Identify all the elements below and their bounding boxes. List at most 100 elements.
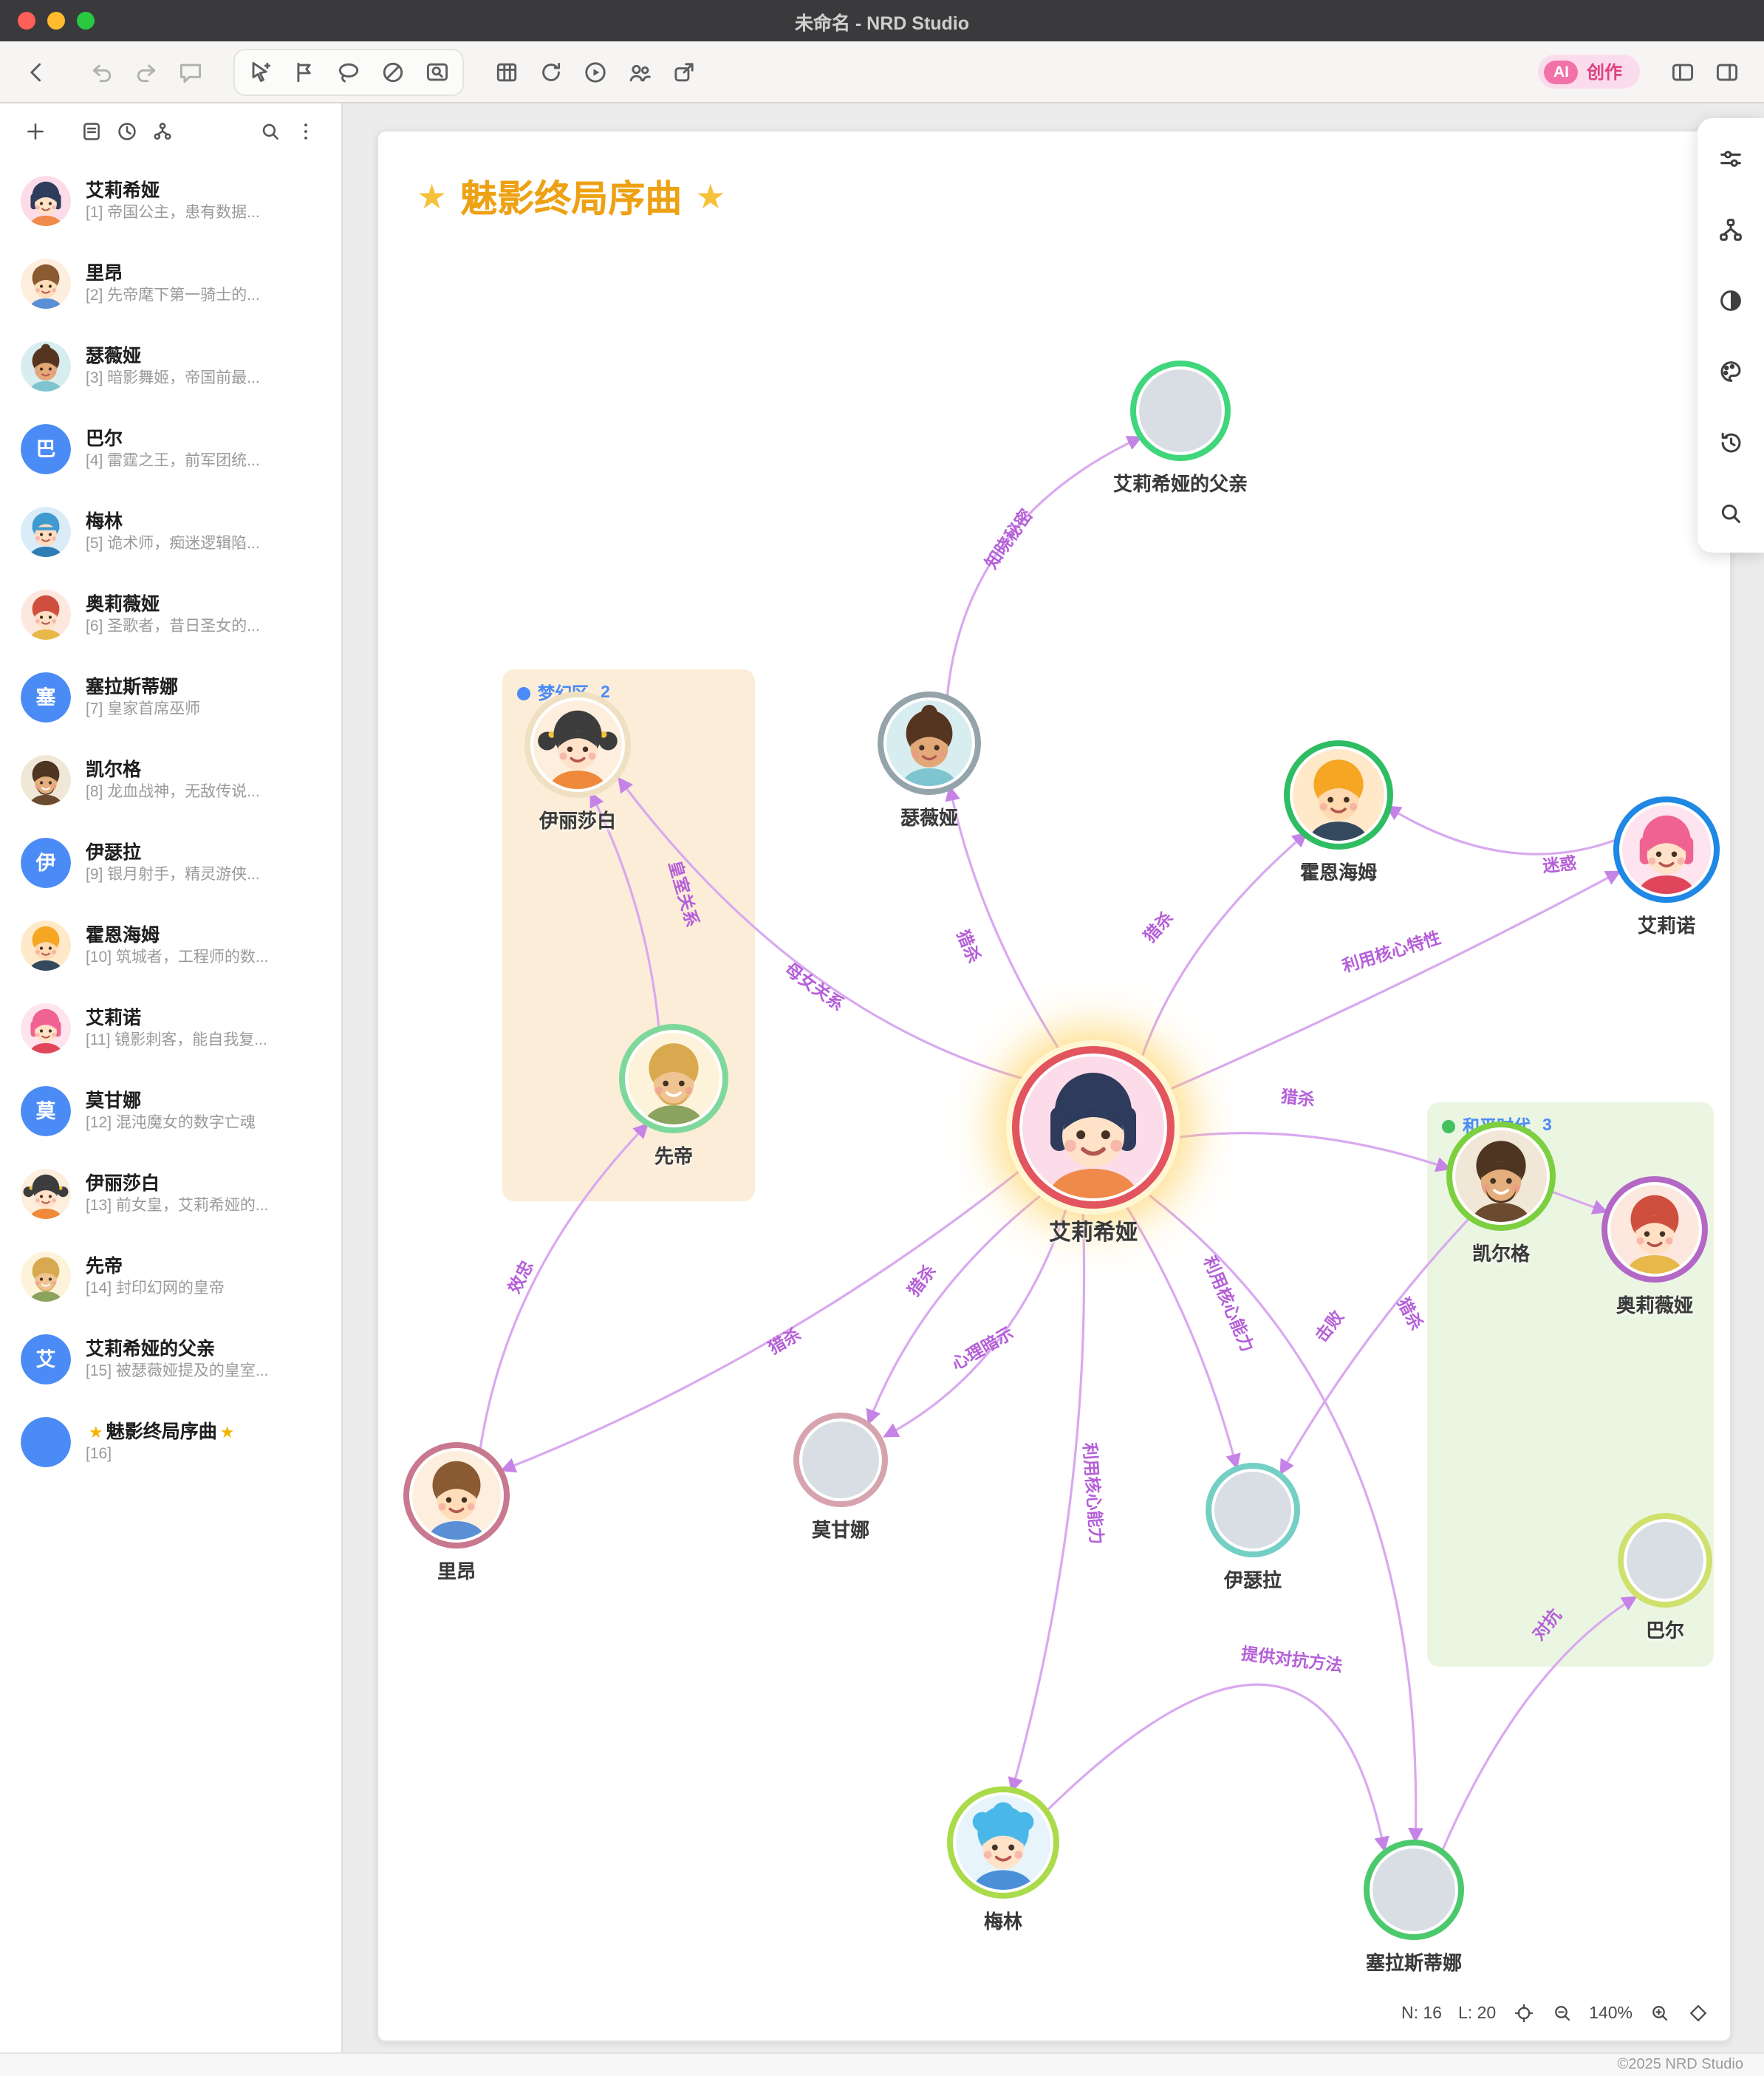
zoom-level: 140% xyxy=(1589,2004,1633,2022)
table-view-button[interactable] xyxy=(485,49,529,94)
close-button[interactable] xyxy=(18,12,35,30)
graph-node-morgana[interactable] xyxy=(793,1413,888,1507)
clock-icon xyxy=(118,123,136,140)
magic-select-tool-button[interactable] xyxy=(238,49,282,94)
graph-search-button[interactable] xyxy=(1712,494,1750,532)
avatar-image: 巴 xyxy=(21,424,71,474)
graph-node-elizabeth[interactable] xyxy=(524,692,631,798)
avatar-image xyxy=(21,590,71,640)
fit-view-button[interactable] xyxy=(1687,2002,1709,2024)
sidebar-more-button[interactable] xyxy=(288,114,324,149)
list-item[interactable]: ★魅影终局序曲★[16] xyxy=(0,1401,341,1483)
redo-icon xyxy=(137,64,156,82)
page-title: ★ 魅影终局序曲 ★ xyxy=(417,170,726,223)
ai-create-button[interactable]: AI 创作 xyxy=(1538,55,1640,89)
panel-right-icon xyxy=(1716,63,1738,81)
ai-create-label: 创作 xyxy=(1586,62,1622,83)
list-item[interactable]: 霍恩海姆[10] 筑城者，工程师的数... xyxy=(0,904,341,987)
list-item[interactable]: 艾莉希娅[1] 帝国公主，患有数据... xyxy=(0,160,341,242)
comment-icon xyxy=(180,63,202,83)
item-desc: [5] 诡术师，痴迷逻辑陷... xyxy=(86,535,260,553)
avatar xyxy=(21,755,71,805)
hide-tool-button[interactable] xyxy=(371,49,415,94)
locate-button[interactable] xyxy=(1512,2002,1534,2024)
list-item[interactable]: 塞塞拉斯蒂娜[7] 皇家首席巫师 xyxy=(0,656,341,739)
search-icon xyxy=(1721,503,1740,522)
history-button[interactable] xyxy=(1712,423,1750,461)
list-item[interactable]: 瑟薇娅[3] 暗影舞姬，帝国前最... xyxy=(0,325,341,408)
comment-button[interactable] xyxy=(168,49,213,94)
toggle-left-panel-button[interactable] xyxy=(1661,49,1705,94)
hierarchy-view-button[interactable] xyxy=(145,114,180,149)
zoom-out-button[interactable] xyxy=(1551,2002,1573,2024)
list-item[interactable]: 凯尔格[8] 龙血战神，无敌传说... xyxy=(0,739,341,822)
list-item[interactable]: 伊伊瑟拉[9] 银月射手，精灵游侠... xyxy=(0,822,341,904)
list-item[interactable]: 梅林[5] 诡术师，痴迷逻辑陷... xyxy=(0,491,341,573)
recent-view-button[interactable] xyxy=(109,114,145,149)
display-settings-button[interactable] xyxy=(1712,139,1750,177)
list-item[interactable]: 奥莉薇娅[6] 圣歌者，昔日圣女的... xyxy=(0,573,341,656)
sidebar-search-button[interactable] xyxy=(253,114,288,149)
graph-node-leon[interactable] xyxy=(403,1442,510,1549)
avatar-image: 莫 xyxy=(21,1086,71,1136)
graph-node-kaierge[interactable] xyxy=(1446,1121,1556,1231)
palette-button[interactable] xyxy=(1712,352,1750,390)
flag-tool-button[interactable] xyxy=(282,49,327,94)
avatar xyxy=(21,507,71,557)
node-list: 艾莉希娅[1] 帝国公主，患有数据...里昂[2] 先帝麾下第一骑士的...瑟薇… xyxy=(0,160,341,1483)
notes-view-button[interactable] xyxy=(74,114,109,149)
undo-button[interactable] xyxy=(80,49,124,94)
flag-icon xyxy=(297,61,311,82)
list-item[interactable]: 先帝[14] 封印幻网的皇帝 xyxy=(0,1235,341,1318)
list-item[interactable]: 莫莫甘娜[12] 混沌魔女的数字亡魂 xyxy=(0,1070,341,1153)
graph-node-hoen[interactable] xyxy=(1284,740,1393,850)
graph-node-merlin[interactable] xyxy=(947,1786,1059,1899)
graph-node-isela[interactable] xyxy=(1206,1463,1300,1557)
avatar xyxy=(21,176,71,226)
avatar-image xyxy=(21,1169,71,1219)
graph-node-bal[interactable] xyxy=(1618,1513,1712,1608)
share-button[interactable] xyxy=(662,49,706,94)
avatar-image xyxy=(1610,1185,1699,1274)
graph-node-xiandi[interactable] xyxy=(619,1024,728,1133)
window-controls xyxy=(18,12,95,30)
play-button[interactable] xyxy=(573,49,618,94)
graph-node-selastina[interactable] xyxy=(1364,1840,1464,1940)
layout-button[interactable] xyxy=(1712,210,1750,248)
magic-cursor-icon xyxy=(252,61,271,81)
list-item[interactable]: 里昂[2] 先帝麾下第一骑士的... xyxy=(0,242,341,325)
avatar-image xyxy=(1622,805,1711,894)
star-icon: ★ xyxy=(89,1424,103,1442)
redo-button[interactable] xyxy=(124,49,168,94)
avatar xyxy=(21,1252,71,1302)
avatar xyxy=(21,1003,71,1054)
toggle-right-panel-button[interactable] xyxy=(1705,49,1749,94)
list-item[interactable]: 艾艾莉希娅的父亲[15] 被瑟薇娅提及的皇室... xyxy=(0,1318,341,1401)
list-item[interactable]: 巴巴尔[4] 雷霆之王，前军团统... xyxy=(0,408,341,491)
add-node-button[interactable] xyxy=(18,114,53,149)
avatar-image: 艾 xyxy=(21,1334,71,1384)
zoom-button[interactable] xyxy=(77,12,95,30)
graph-node-elino[interactable] xyxy=(1613,796,1720,903)
collaborators-button[interactable] xyxy=(618,49,662,94)
find-tool-button[interactable] xyxy=(415,49,459,94)
diamond-icon xyxy=(1689,2004,1707,2022)
graph-node-sevia[interactable] xyxy=(878,692,981,795)
graph-node-father[interactable] xyxy=(1130,361,1231,461)
document-icon xyxy=(83,123,100,140)
graph-node-olivia[interactable] xyxy=(1601,1176,1708,1283)
graph-node-alicia[interactable] xyxy=(1012,1046,1175,1209)
item-desc: [4] 雷霆之王，前军团统... xyxy=(86,452,260,471)
lasso-tool-button[interactable] xyxy=(327,49,371,94)
back-button[interactable] xyxy=(15,49,59,94)
users-icon xyxy=(629,64,651,81)
sliders-icon xyxy=(1720,150,1741,166)
list-item[interactable]: 艾莉诺[11] 镜影刺客，能自我复... xyxy=(0,987,341,1070)
minimize-button[interactable] xyxy=(47,12,65,30)
refresh-layout-button[interactable] xyxy=(529,49,573,94)
list-item[interactable]: 伊丽莎白[13] 前女皇，艾莉希娅的... xyxy=(0,1153,341,1235)
theme-button[interactable] xyxy=(1712,281,1750,319)
zoom-in-button[interactable] xyxy=(1649,2002,1671,2024)
item-desc: [11] 镜影刺客，能自我复... xyxy=(86,1031,267,1050)
